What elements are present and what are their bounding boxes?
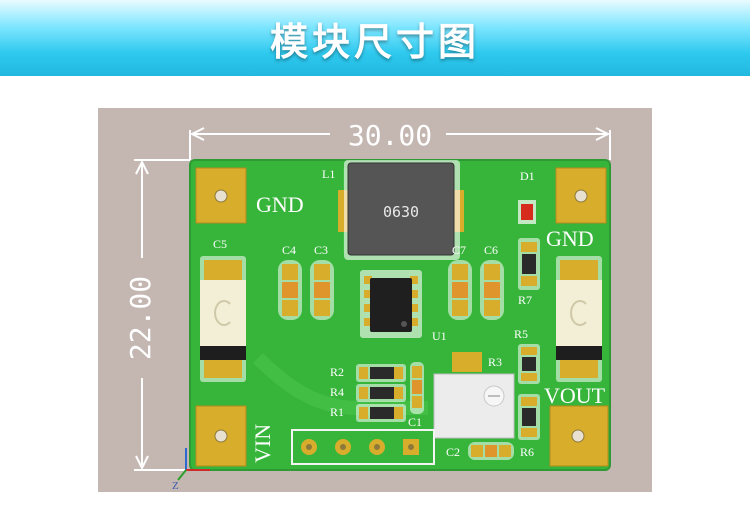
resistor-r4 [356,384,406,402]
gnd-right-label: GND [546,226,594,251]
label-r1: R1 [330,405,344,419]
banner-title: 模块尺寸图 [269,18,480,64]
ic-u1 [360,270,422,338]
pcb-render: GND GND VOUT VIN 0630 L1 D1 C5 [98,108,652,492]
inductor-marking: 0630 [383,203,419,221]
title-banner: 模块尺寸图 [0,0,750,76]
capacitor-c7 [448,260,472,320]
vout-label: VOUT [544,383,606,408]
label-u1: U1 [432,329,447,343]
label-c7: C7 [452,243,466,257]
height-dimension-value: 22.00 [124,276,157,360]
diode-d1 [518,200,536,224]
capacitor-right [556,256,602,382]
capacitor-c2 [468,442,514,460]
label-r2: R2 [330,365,344,379]
potentiometer [433,373,515,439]
pin-header [291,429,435,465]
pcb-drawing: GND GND VOUT VIN 0630 L1 D1 C5 [124,119,611,492]
label-c2: C2 [446,445,460,459]
inductor-l1: 0630 [338,160,464,260]
label-d1: D1 [520,169,535,183]
pad-top-left [195,167,247,224]
height-dimension [134,159,190,471]
label-c4: C4 [282,243,296,257]
label-c5: C5 [213,237,227,251]
label-r3: R3 [488,355,502,369]
capacitor-c5 [200,256,246,382]
pad-top-right [555,167,607,224]
axis-z-label: Z [172,480,179,492]
resistor-r2 [356,364,406,382]
label-c1: C1 [408,415,422,429]
label-c3: C3 [314,243,328,257]
vin-label: VIN [250,424,275,463]
label-r5: R5 [514,327,528,341]
axis-triad [177,448,210,481]
capacitor-c4 [278,260,302,320]
label-r4: R4 [330,385,344,399]
resistor-r5 [518,344,540,384]
label-c6: C6 [484,243,498,257]
capacitor-c6 [480,260,504,320]
capacitor-c3 [310,260,334,320]
pad-bottom-left [195,405,247,467]
label-l1: L1 [322,167,335,181]
resistor-r6 [518,394,540,440]
width-dimension-value: 30.00 [348,119,432,152]
resistor-r1 [356,404,406,422]
gnd-left-label: GND [256,192,304,217]
resistor-r7 [518,238,540,290]
width-dimension [189,127,611,160]
label-r7: R7 [518,293,532,307]
pad-bottom-right [549,405,609,467]
label-r6: R6 [520,445,534,459]
pad-r3 [452,352,482,372]
capacitor-c1 [410,362,424,414]
